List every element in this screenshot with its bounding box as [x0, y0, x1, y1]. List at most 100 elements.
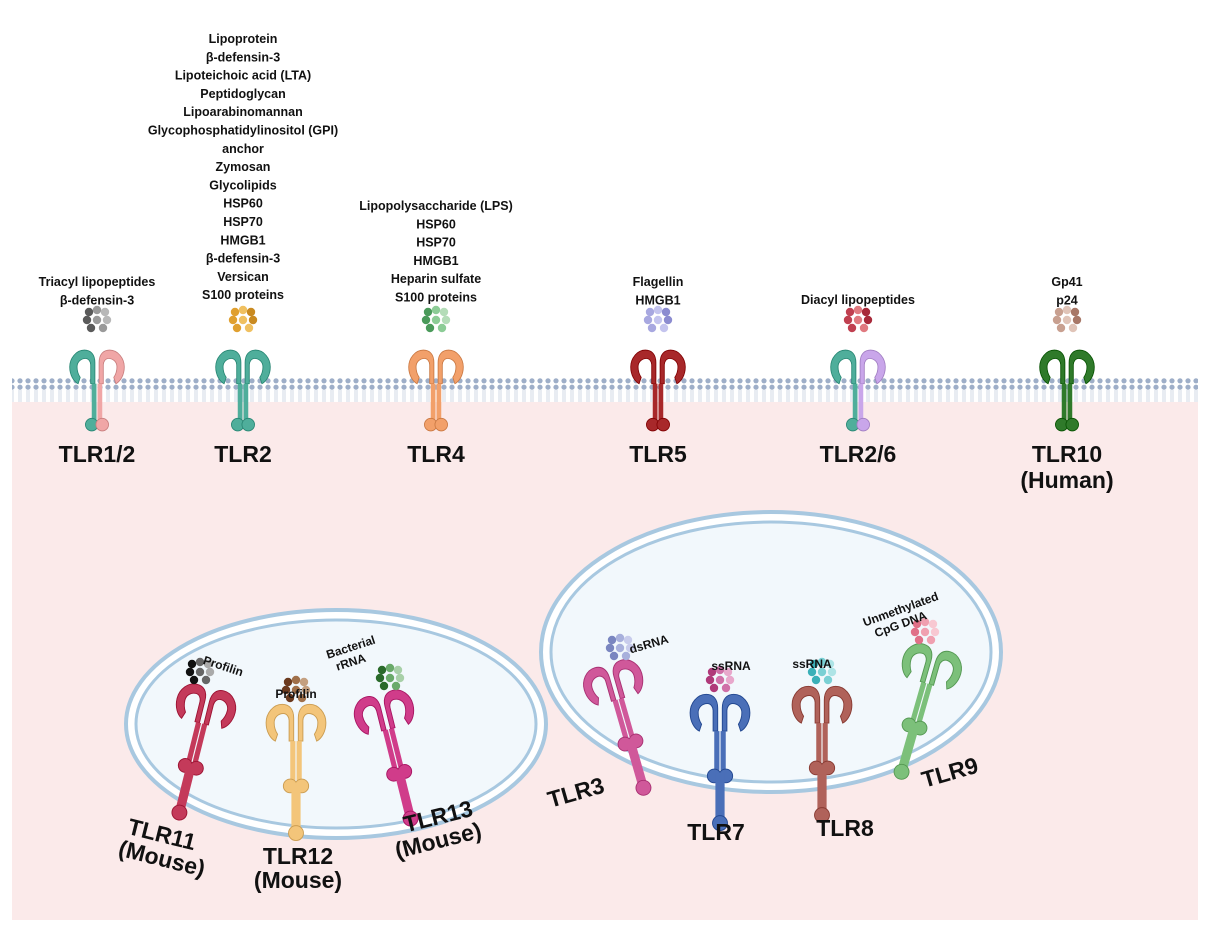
tlr8-stalk	[817, 764, 827, 811]
tlr3-ligand-dot	[605, 643, 615, 653]
tlr7-ligand-dot	[707, 667, 717, 677]
tlr2-ligand-dot	[248, 315, 258, 325]
tlr12-left-ectodomain	[265, 703, 295, 742]
tlr10-ligand-dot	[1052, 315, 1062, 325]
tlr11-ligand-dot	[185, 667, 195, 677]
tlr12-name: TLR12	[263, 843, 333, 869]
tlr2-6-left-transmembrane	[852, 383, 858, 422]
tlr12-stalk	[291, 782, 301, 829]
tlr1-2-ligand-dot	[98, 323, 108, 333]
tlr4-right-tir-domain	[434, 417, 448, 432]
tlr11-ligand-dot	[205, 667, 215, 677]
tlr1-2-ligand-dot	[92, 305, 102, 315]
tlr12-ligand-dot	[297, 693, 307, 703]
tlr2-right-ectodomain	[244, 349, 271, 385]
tlr13-receptor	[353, 689, 419, 827]
tlr7-right-ectodomain	[721, 693, 751, 732]
tlr1-2-name: TLR1/2	[59, 441, 136, 467]
tlr12-receptor	[265, 703, 327, 842]
tlr4-ligand-dot	[441, 315, 451, 325]
tlr2-6-right-ectodomain	[859, 349, 886, 385]
endosome-right	[539, 510, 1003, 794]
tlr2-ligand-dot	[238, 305, 248, 315]
tlr12-tail	[288, 825, 304, 842]
tlr5-ligand-dot	[653, 305, 663, 315]
tlr13-ligand-dot	[385, 663, 395, 673]
tlr2-6-right-tir-domain	[856, 417, 870, 432]
tlr11-stalk	[176, 762, 197, 810]
tlr4-right-ectodomain	[437, 349, 464, 385]
tlr8-right-ectodomain	[823, 685, 853, 724]
tlr11-ligand-dot	[187, 659, 197, 669]
tlr10-ligand-label: Gp41	[1051, 275, 1082, 289]
tlr4-ligand-dot	[425, 323, 435, 333]
tlr13-ligand-dot	[377, 665, 387, 675]
tlr11-right-transmembrane	[192, 723, 208, 765]
tlr1-2-receptor	[69, 349, 125, 432]
tlr2-ligand-label: β-defensin-3	[206, 50, 280, 64]
tlr4-name: TLR4	[407, 441, 465, 467]
tlr2-ligand-label: Lipoarabinomannan	[183, 105, 302, 119]
tlr7-ligand-dot	[723, 667, 733, 677]
tlr8-left-transmembrane	[816, 723, 822, 765]
tlr4-ligand-label: Heparin sulfate	[391, 272, 481, 286]
tlr3-ligand-dot	[623, 635, 633, 645]
tlr3-right-transmembrane	[618, 697, 636, 740]
tlr7-receptor	[689, 693, 751, 832]
tlr9-right-transmembrane	[916, 683, 933, 725]
tlr2-left-transmembrane	[237, 383, 243, 422]
tlr5-receptor	[630, 349, 686, 432]
tlr9-right-ectodomain	[928, 650, 962, 690]
tlr8-tail	[814, 807, 830, 824]
tlr4-ligand-dot	[423, 307, 433, 317]
tlr1-2-ligand-dot	[86, 323, 96, 333]
tlr8-ligand-label: ssRNA	[792, 657, 832, 671]
tlr2-ligand-dot	[246, 307, 256, 317]
tlr8-ligand-dot	[825, 659, 835, 669]
tlr13-stalk	[393, 768, 414, 816]
tlr7-ligand-label: ssRNA	[711, 659, 751, 673]
tlr1-2-ligand-dot	[82, 315, 92, 325]
tlr5-ligand-dot	[663, 315, 673, 325]
tlr4-ligand-label: Lipopolysaccharide (LPS)	[359, 199, 513, 213]
tlr7-tail	[712, 815, 728, 832]
tlr12-ligand-dot	[301, 685, 311, 695]
tlr2-6-ligand-dot	[863, 315, 873, 325]
tlr10-ligand-dot	[1054, 307, 1064, 317]
tlr9-ligand-dot	[920, 627, 930, 637]
tlr2-ligand-label: β-defensin-3	[206, 252, 280, 266]
tlr9-ligand-dot	[920, 617, 930, 627]
tlr4-ligand-dot	[431, 305, 441, 315]
tlr2-ligand-dot	[244, 323, 254, 333]
tlr2-6-right-transmembrane	[858, 383, 864, 422]
tlr2-ligand-label: HMGB1	[220, 233, 265, 247]
tlr10-left-transmembrane	[1061, 383, 1067, 422]
tlr12-left-transmembrane	[290, 741, 296, 783]
tlr1-2-ligand-dot	[100, 307, 110, 317]
tlr11-ligand-dot	[201, 675, 211, 685]
tlr4-left-ectodomain	[408, 349, 435, 385]
tlr12-ligand-dot	[291, 685, 301, 695]
plasma-membrane	[12, 378, 1198, 402]
tlr7-right-transmembrane	[720, 731, 726, 773]
tlr2-ligand-label: Peptidoglycan	[200, 87, 285, 101]
tlr2-6-left-ectodomain	[830, 349, 857, 385]
tlr8-ligand-dot	[817, 657, 827, 667]
tlr5-ligand-label: HMGB1	[635, 293, 680, 307]
tlr3-left-ectodomain	[583, 666, 617, 706]
tlr8-name: TLR8	[816, 815, 874, 841]
tlr8-receptor	[791, 685, 853, 824]
tlr3-ligand-dot	[607, 635, 617, 645]
tlr9-receptor	[893, 643, 962, 780]
tlr11-tail	[171, 804, 188, 821]
tlr5-left-ectodomain	[630, 349, 657, 385]
tlr5-ligand-dot	[643, 315, 653, 325]
tlr2-left-ectodomain	[215, 349, 242, 385]
tlr1-2-ligand-label: Triacyl lipopeptides	[39, 275, 156, 289]
tlr1-2-ligand-dot	[92, 315, 102, 325]
tlr1-2-right-tir-domain	[95, 417, 109, 432]
tlr10-left-ectodomain	[1039, 349, 1066, 385]
tlr9-ligand-dot	[910, 627, 920, 637]
tlr2-ligand-dot	[230, 307, 240, 317]
